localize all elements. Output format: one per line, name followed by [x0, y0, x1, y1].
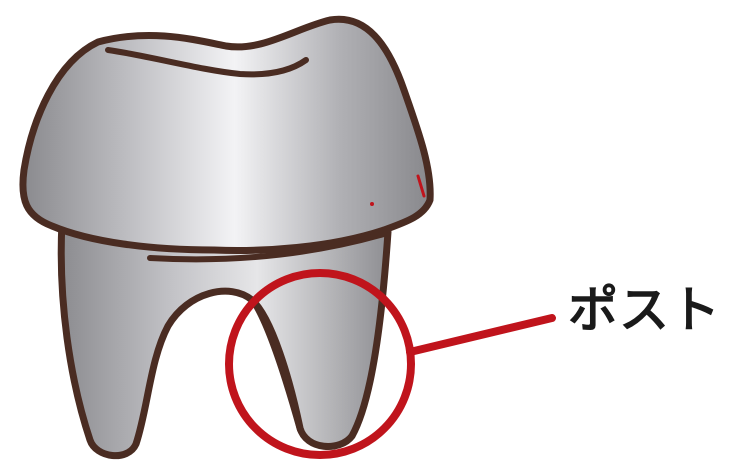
- callout-leader-line: [410, 318, 552, 352]
- post-label: ポスト: [568, 285, 721, 335]
- tooth-crown: [23, 19, 430, 250]
- crown-edge-dot: [370, 202, 374, 206]
